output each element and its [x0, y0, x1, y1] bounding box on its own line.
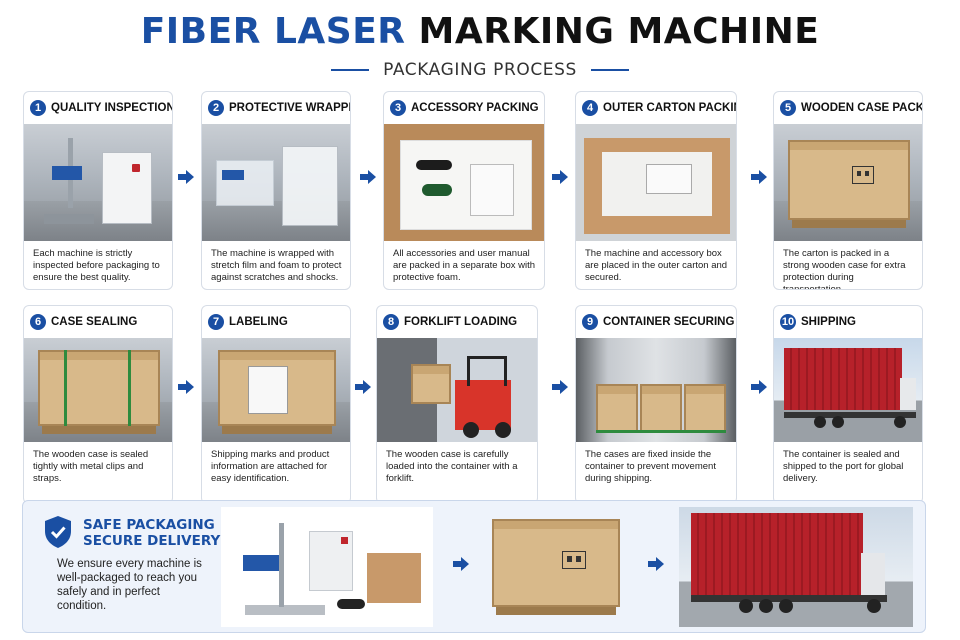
wooden-case-image: [488, 511, 628, 627]
step-desc: All accessories and user manual are pack…: [393, 248, 536, 283]
step-number: 7: [208, 314, 224, 330]
subtitle-divider-right: [590, 69, 629, 71]
arrow-right-icon: [751, 170, 767, 184]
arrow-right-icon: [648, 557, 664, 571]
arrow-right-icon: [355, 380, 371, 394]
shipping-container-image: [679, 507, 913, 627]
fragile-icon: [852, 166, 874, 184]
step-image-shipping: [774, 338, 922, 442]
step-desc: The container is sealed and shipped to t…: [783, 449, 904, 484]
step-title: PROTECTIVE WRAPPING: [229, 102, 351, 114]
subtitle-divider-left: [331, 69, 370, 71]
step-desc: The machine is wrapped with stretch film…: [211, 248, 342, 283]
step-card-quality-inspection: 1 QUALITY INSPECTION Each machine is stri…: [23, 91, 173, 290]
step-number: 4: [582, 100, 598, 116]
step-desc: The machine and accessory box are placed…: [585, 248, 728, 283]
step-desc: The cases are fixed inside the container…: [585, 449, 716, 484]
step-number: 9: [582, 314, 598, 330]
step-number: 6: [30, 314, 46, 330]
step-number: 3: [390, 100, 406, 116]
arrow-right-icon: [453, 557, 469, 571]
arrow-right-icon: [751, 380, 767, 394]
step-image-wrapping: [202, 124, 350, 241]
step-card-accessory-packing: 3 ACCESSORY PACKING All accessories and u…: [383, 91, 545, 290]
safe-description: We ensure every machine is well-packaged…: [57, 558, 202, 612]
page-title: FIBER LASER MARKING MACHINE: [0, 10, 960, 54]
step-image-wooden-case: [774, 124, 922, 241]
step-card-container-securing: 9 CONTAINER SECURING The cases are fixed …: [575, 305, 737, 504]
step-card-wooden-case-packing: 5 WOODEN CASE PACKING The carton is packe…: [773, 91, 923, 290]
arrow-right-icon: [552, 170, 568, 184]
title-part2: MARKING MACHINE: [418, 11, 820, 52]
fragile-icon: [562, 551, 586, 569]
step-number: 2: [208, 100, 224, 116]
step-card-labeling: 7 LABELING Shipping marks and product inf…: [201, 305, 351, 504]
step-title: FORKLIFT LOADING: [404, 316, 518, 328]
safe-title-line1: SAFE PACKAGING: [83, 517, 215, 533]
step-image-accessories: [384, 124, 544, 241]
shield-check-icon: [45, 516, 71, 548]
step-desc: The wooden case is sealed tightly with m…: [33, 449, 149, 484]
step-image-labeling: [202, 338, 350, 442]
step-image-container-securing: [576, 338, 736, 442]
step-number: 8: [383, 314, 399, 330]
step-image-forklift: [377, 338, 537, 442]
step-card-forklift-loading: 8 FORKLIFT LOADING The wooden case is car…: [376, 305, 538, 504]
step-desc: Each machine is strictly inspected befor…: [33, 248, 160, 283]
step-title: CASE SEALING: [51, 316, 138, 328]
arrow-right-icon: [178, 170, 194, 184]
step-number: 10: [780, 314, 796, 330]
subtitle-row: PACKAGING PROCESS: [0, 60, 960, 80]
step-number: 5: [780, 100, 796, 116]
page-header: FIBER LASER MARKING MACHINE PACKAGING PR…: [0, 10, 960, 80]
machine-and-accessories-image: [221, 507, 433, 627]
step-image-sealing: [24, 338, 172, 442]
step-number: 1: [30, 100, 46, 116]
step-card-protective-wrapping: 2 PROTECTIVE WRAPPING The machine is wrap…: [201, 91, 351, 290]
arrow-right-icon: [178, 380, 194, 394]
arrow-right-icon: [360, 170, 376, 184]
subtitle: PACKAGING PROCESS: [383, 60, 577, 80]
step-title: OUTER CARTON PACKING: [603, 102, 737, 114]
safe-delivery-panel: SAFE PACKAGING SECURE DELIVERY We ensure…: [22, 500, 926, 633]
safe-title: SAFE PACKAGING SECURE DELIVERY: [83, 517, 220, 549]
step-image-inspection: [24, 124, 172, 241]
step-card-outer-carton-packing: 4 OUTER CARTON PACKING The machine and ac…: [575, 91, 737, 290]
step-title: QUALITY INSPECTION: [51, 102, 173, 114]
step-desc: Shipping marks and product information a…: [211, 449, 330, 484]
step-title: LABELING: [229, 316, 288, 328]
step-title: CONTAINER SECURING: [603, 316, 735, 328]
arrow-right-icon: [552, 380, 568, 394]
step-title: SHIPPING: [801, 316, 856, 328]
step-desc: The carton is packed in a strong wooden …: [783, 248, 906, 290]
step-card-case-sealing: 6 CASE SEALING The wooden case is sealed …: [23, 305, 173, 504]
step-title: ACCESSORY PACKING: [411, 102, 539, 114]
safe-title-line2: SECURE DELIVERY: [83, 533, 221, 549]
step-image-carton: [576, 124, 736, 241]
step-title: WOODEN CASE PACKING: [801, 102, 922, 114]
step-card-shipping: 10 SHIPPING The container is sealed and s…: [773, 305, 923, 504]
title-part1: FIBER LASER: [140, 11, 406, 52]
step-desc: The wooden case is carefully loaded into…: [386, 449, 518, 484]
